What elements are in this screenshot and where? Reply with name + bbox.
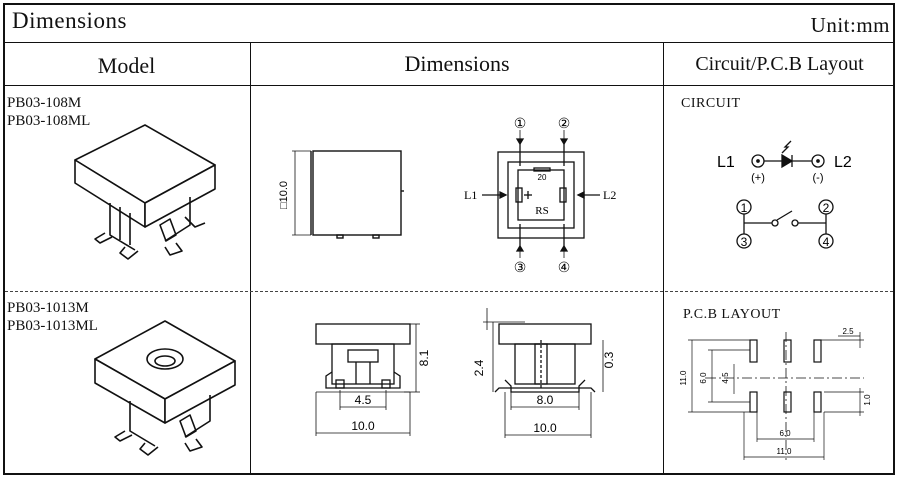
pin-number-3: 3	[741, 235, 748, 249]
model-column-header: Model	[97, 53, 156, 78]
column-header-divider	[3, 85, 895, 86]
l2-terminal-label: L2	[603, 188, 616, 202]
minus-label: (-)	[813, 172, 824, 184]
pin-1-label: ①	[514, 117, 527, 132]
inner-width-dimension: 4.5	[355, 393, 372, 407]
pcb-layout-diagram: 2.5 11.0 6.0 4.5 1.0 6.0 11.0	[679, 327, 872, 460]
pin-number-4: 4	[823, 235, 830, 249]
header-divider	[3, 42, 895, 43]
pin-number-2: 2	[823, 201, 830, 215]
plus-label: (+)	[751, 172, 765, 184]
circuit-diagram: L1 L2 (+) (-) 1 2 3 4	[717, 140, 852, 249]
top-mark: 20	[538, 173, 547, 182]
l1-terminal-label: L1	[464, 188, 477, 202]
pcb-dim-11-0-vertical: 11.0	[679, 370, 688, 386]
section-view-drawing: 2.4 0.3 8.0 10.0	[472, 308, 616, 438]
stroke-dimension: 2.4	[472, 359, 486, 376]
column-divider-1	[250, 42, 251, 475]
dimensions-column-header: Dimensions	[404, 51, 510, 76]
circuit-l2-label: L2	[834, 154, 852, 171]
pcb-dim-11-0-horizontal: 11.0	[777, 447, 793, 456]
rs-mark: RS	[535, 205, 548, 217]
model-name: PB03-1013ML	[7, 318, 98, 334]
height-dimension: 8.1	[417, 349, 431, 366]
page-title: Dimensions	[12, 8, 127, 33]
side-view-drawing: □10.0	[278, 150, 404, 239]
pin-2-label: ②	[558, 117, 571, 132]
pitch-dimension: 8.0	[537, 393, 554, 407]
pcb-dim-4-5: 4.5	[721, 372, 730, 384]
pcb-dim-6-0-horizontal: 6.0	[779, 429, 791, 438]
pcb-dim-1-0: 1.0	[863, 394, 872, 406]
pcb-layout-title: P.C.B LAYOUT	[683, 307, 781, 322]
layout-column-header: Circuit/P.C.B Layout	[695, 53, 864, 75]
pin-number-1: 1	[741, 201, 748, 215]
outer-frame	[3, 3, 895, 475]
switch-isometric-drawing	[74, 124, 216, 260]
column-divider-2	[663, 42, 664, 475]
switch-with-hole-isometric-drawing	[94, 320, 236, 456]
pin-3-label: ③	[514, 261, 527, 276]
circuit-l1-label: L1	[717, 154, 735, 171]
circuit-title: CIRCUIT	[681, 96, 741, 111]
pin-4-label: ④	[558, 261, 571, 276]
body-dimension: 10.0	[533, 421, 557, 435]
square-dimension: □10.0	[278, 181, 290, 209]
unit-label: Unit:mm	[810, 13, 890, 37]
model-name: PB03-108M	[7, 95, 82, 111]
outer-width-dimension: 10.0	[351, 419, 375, 433]
row-divider	[5, 291, 893, 292]
pcb-dim-6-0-vertical: 6.0	[699, 372, 708, 384]
gap-dimension: 0.3	[602, 351, 616, 368]
top-view-drawing: ① ② ③ ④ 20 RS L1 L2	[464, 117, 616, 276]
model-name: PB03-108ML	[7, 113, 91, 129]
front-view-drawing: 8.1 4.5 10.0	[315, 323, 431, 436]
pcb-dim-2-5: 2.5	[842, 327, 854, 336]
model-name: PB03-1013M	[7, 300, 89, 316]
